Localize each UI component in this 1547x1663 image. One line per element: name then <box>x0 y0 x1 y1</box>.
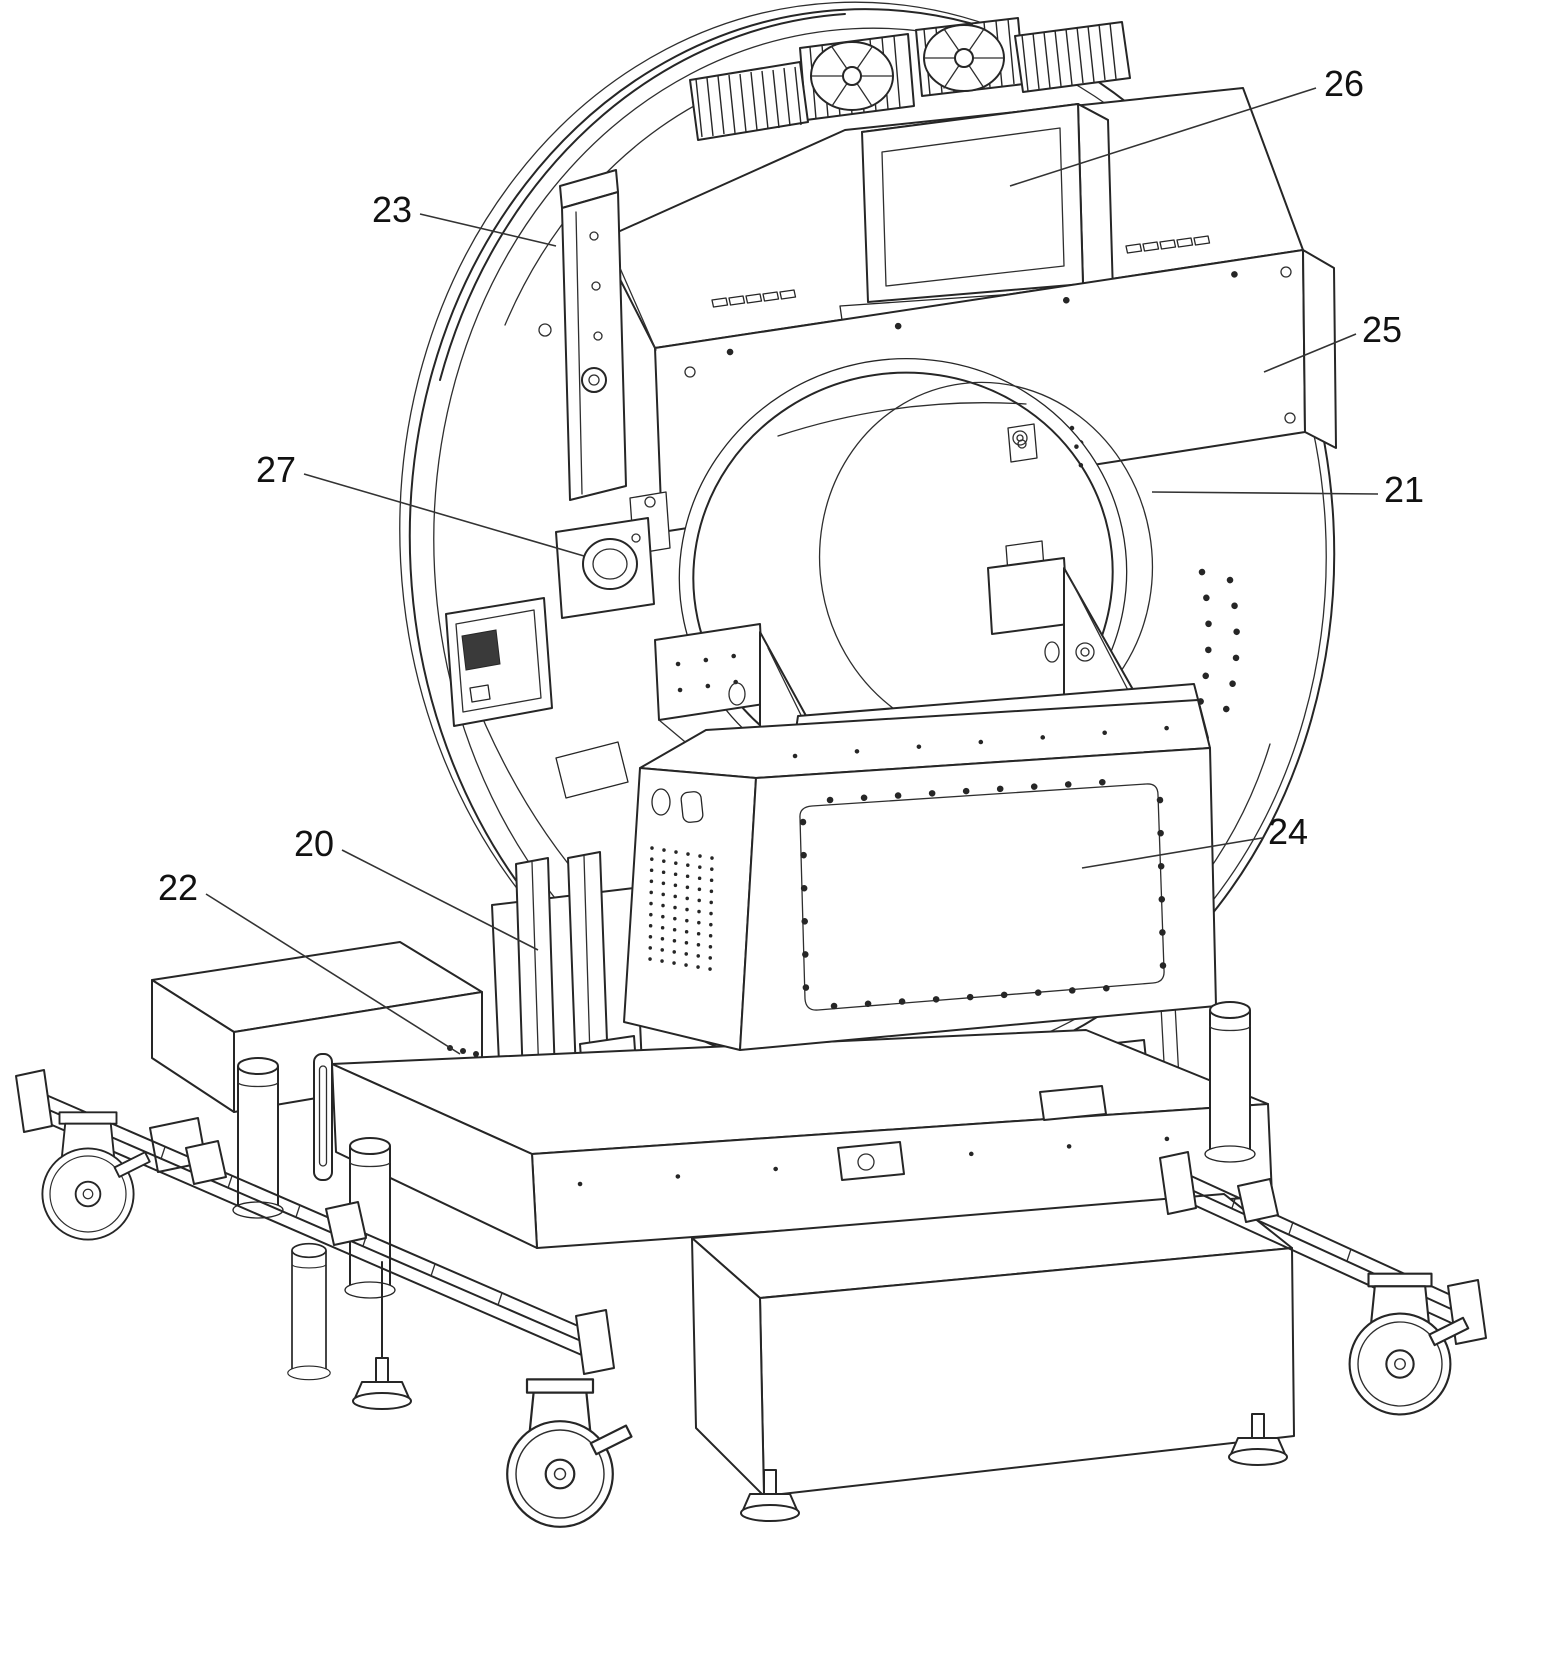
leveling-feet <box>352 1261 1288 1522</box>
leveling-foot <box>352 1357 412 1410</box>
side-column <box>559 169 657 501</box>
damper-cylinder <box>1204 1001 1256 1163</box>
center-jack <box>837 1141 905 1181</box>
callout-label-27: 27 <box>256 449 296 490</box>
leader-line-22 <box>205 893 461 1055</box>
cooling-fan-left <box>810 41 894 111</box>
leader-line-21 <box>1151 491 1379 495</box>
callout-label-26: 26 <box>1324 63 1364 104</box>
vent-slots-left <box>711 289 797 308</box>
gantry-bore <box>678 357 1154 793</box>
vent-slots-right <box>1125 235 1211 254</box>
callout-label-25: 25 <box>1362 309 1402 350</box>
callout-label-23: 23 <box>372 189 412 230</box>
caster-wheel <box>506 1378 633 1528</box>
leader-line-24 <box>1081 837 1263 869</box>
leader-lines <box>205 87 1379 1055</box>
callout-label-24: 24 <box>1268 811 1308 852</box>
caster-wheel <box>41 1111 151 1241</box>
rail-left <box>15 1069 615 1375</box>
deck-hardware <box>149 1001 1256 1381</box>
callout-label-20: 20 <box>294 823 334 864</box>
heatsink-right <box>1014 21 1131 93</box>
side-access-panel <box>445 597 553 727</box>
callout-label-22: 22 <box>158 867 198 908</box>
level-gauge <box>313 1053 333 1181</box>
leader-line-23 <box>419 213 557 247</box>
base-platform <box>151 941 1273 1249</box>
heatsink-left <box>689 61 809 141</box>
top-housing <box>599 17 1304 349</box>
callout-labels: 26 23 25 27 21 24 20 22 <box>158 63 1424 908</box>
sensor-module <box>555 491 671 619</box>
front-panel <box>623 699 1217 1051</box>
leader-line-20 <box>341 849 539 951</box>
leader-line-27 <box>303 473 585 557</box>
ring-bolt-dots <box>1012 425 1240 722</box>
bottom-pedestal <box>691 1193 1295 1497</box>
cooling-fan-right <box>923 24 1005 92</box>
leader-line-25 <box>1263 333 1357 373</box>
damper-cylinder <box>286 1242 332 1381</box>
callout-label-21: 21 <box>1384 469 1424 510</box>
leader-line-26 <box>1009 87 1317 187</box>
